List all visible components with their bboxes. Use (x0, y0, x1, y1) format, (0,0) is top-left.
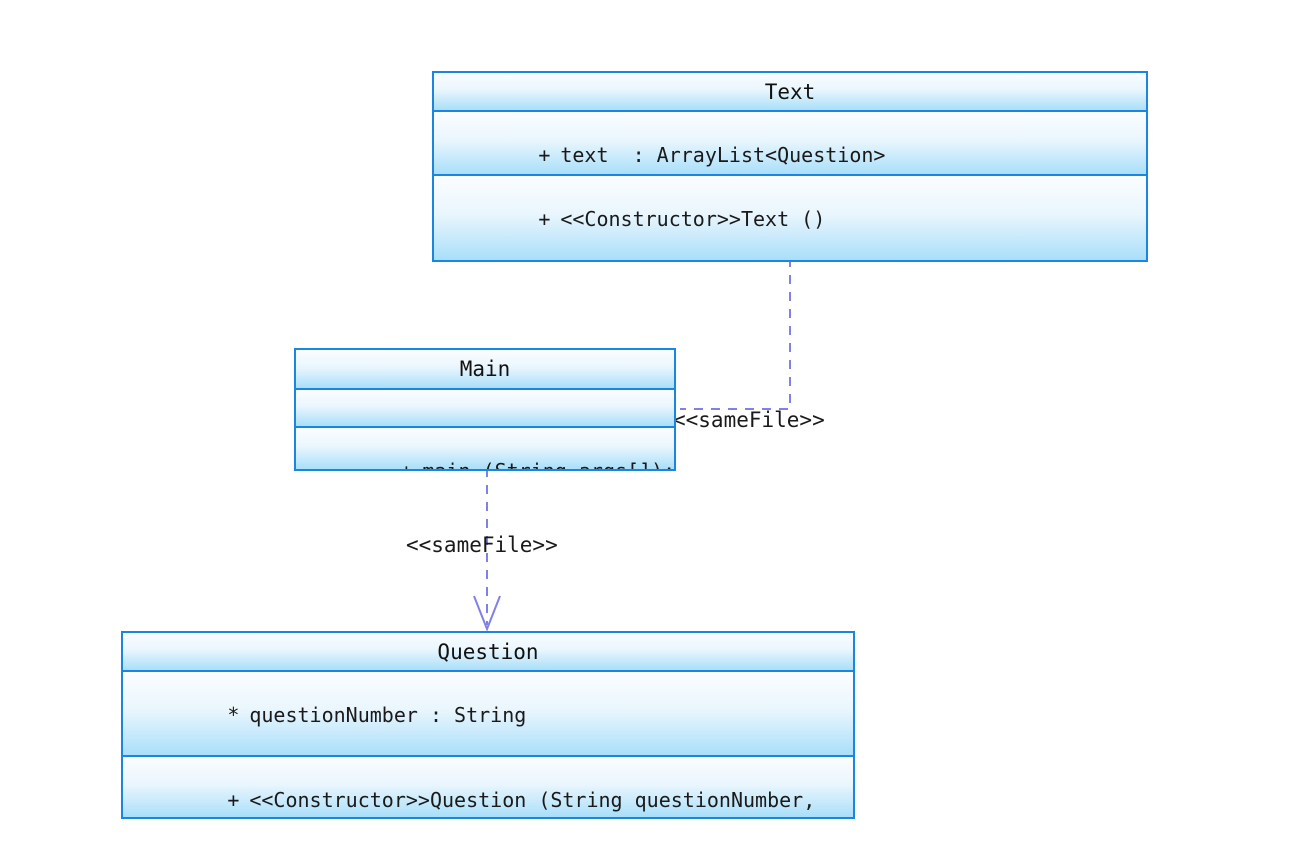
visibility-marker: + (538, 143, 551, 167)
class-title-text: Text (434, 73, 1146, 110)
attribute-row: * questionNumber : String (123, 676, 853, 754)
class-attributes-question: *questionNumber : String *questionConten… (123, 670, 853, 755)
operation-text: <<Constructor>>Question (String question… (249, 788, 816, 812)
class-title-question: Question (123, 633, 853, 670)
class-operations-main: +main (String args[]): void (296, 426, 674, 469)
operation-text: <<Constructor>>Text () (560, 207, 826, 231)
class-box-main[interactable]: Main +main (String args[]): void (294, 348, 676, 471)
dependency-text-to-main (680, 258, 791, 410)
operation-text: main (String args[]): void (422, 459, 674, 469)
class-title-main: Main (296, 350, 674, 388)
operation-row: + <<Constructor>>Question (String questio… (123, 761, 853, 817)
class-attributes-main (296, 388, 674, 426)
visibility-marker: + (538, 207, 551, 231)
visibility-marker: + (400, 458, 422, 469)
class-attributes-text: +text : ArrayList<Question> +Score : Arr… (434, 110, 1146, 174)
class-operations-question: + <<Constructor>>Question (String questio… (123, 755, 853, 817)
attribute-row: + text : ArrayList<Question> (434, 116, 1146, 174)
operation-row: + <<Constructor>>Text () (434, 180, 1146, 258)
visibility-marker: * (227, 703, 240, 727)
class-box-question[interactable]: Question * questionNumber : String * quest… (121, 631, 855, 819)
class-name-label: Main (459, 357, 511, 381)
class-name-label: Question (437, 639, 539, 664)
attribute-text: text : ArrayList<Question> (560, 143, 886, 167)
visibility-marker: + (227, 788, 240, 812)
operation-row: +main (String args[]): void (296, 432, 674, 469)
attribute-text: questionNumber : String (249, 703, 527, 727)
relationship-label-main-question: <<sameFile>> (406, 533, 558, 557)
class-operations-text: + <<Constructor>>Text () + addQuestion (Q… (434, 174, 1146, 260)
operation-row: + addQuestion (Question question): void (434, 258, 1146, 260)
class-name-label: Text (764, 79, 816, 104)
class-box-text[interactable]: Text +text : ArrayList<Question> +Score … (432, 71, 1148, 262)
relationship-label-text-main: <<sameFile>> (673, 408, 825, 432)
